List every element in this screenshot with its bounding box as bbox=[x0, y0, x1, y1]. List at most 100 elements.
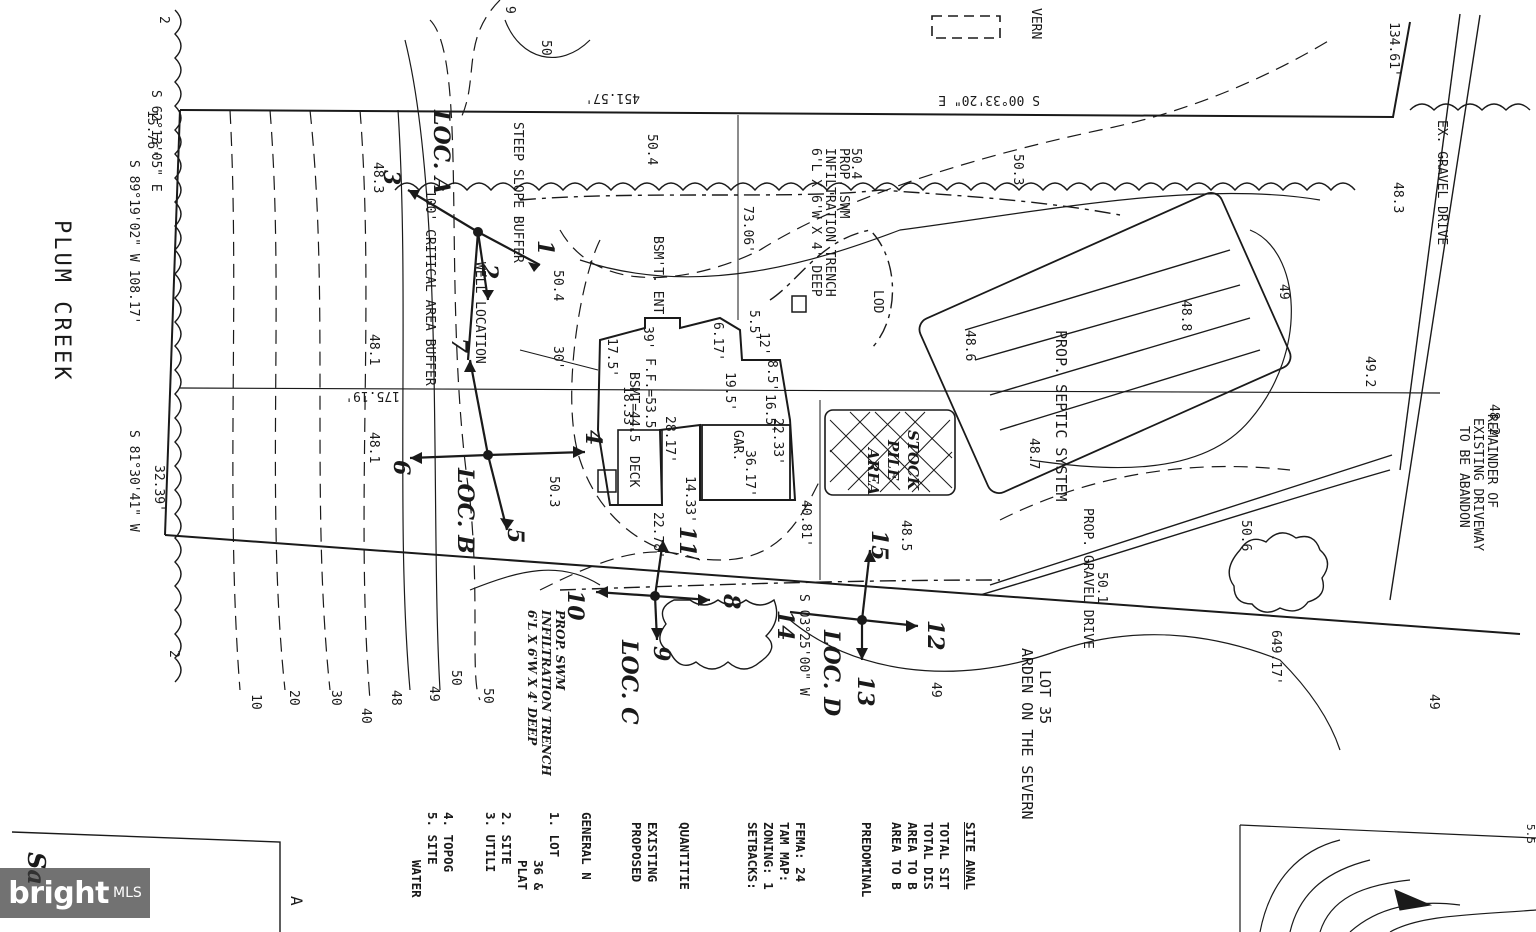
swm-south-label-1: PROP. SWM bbox=[553, 610, 567, 691]
notes-numbered: PLAT bbox=[515, 860, 530, 891]
contour-label: 50 bbox=[480, 688, 495, 704]
photo-point: 15 bbox=[866, 530, 892, 561]
spot-elevation: 48.1 bbox=[366, 334, 381, 366]
photo-point: 7 bbox=[446, 338, 472, 354]
contour-label: 2 bbox=[166, 650, 181, 658]
remainder-label-1: REMAINDER OF bbox=[1484, 414, 1499, 508]
contour-north-49 bbox=[579, 192, 1321, 278]
dimension-12: 12' bbox=[756, 332, 771, 356]
notes-line: AREA TO B bbox=[889, 822, 904, 890]
swm-south-label-2: INFILTRATION TRENCH bbox=[539, 610, 553, 776]
contour-10 bbox=[229, 109, 241, 691]
spot-elevation: 49.2 bbox=[1362, 356, 1377, 388]
notes-numbered: 36 & bbox=[531, 860, 546, 891]
deck-label: DECK bbox=[626, 456, 641, 488]
legend-box-dashed bbox=[931, 15, 1001, 39]
contour-50-south-2 bbox=[469, 569, 601, 591]
swm-south-label-3: 6'L X 6'W X 4' DEEP bbox=[525, 610, 539, 746]
water-body-label: PLUM CREEK bbox=[49, 220, 74, 383]
septic-system bbox=[918, 192, 1292, 494]
critical-area-buffer-label: 100' CRITICAL AREA BUFFER bbox=[422, 190, 437, 386]
location-c: LOC. C bbox=[616, 640, 642, 725]
notes-proposed: PROPOSED bbox=[629, 822, 644, 883]
contour-50-se bbox=[999, 465, 1291, 521]
stockpile-area bbox=[824, 409, 956, 496]
spot-elevation: 48.1 bbox=[366, 432, 381, 464]
spot-elevation: 48.8 bbox=[1178, 300, 1193, 332]
photo-point: 9 bbox=[648, 646, 674, 662]
spot-elevation: 50.4 bbox=[644, 134, 659, 166]
photo-point: 14 bbox=[772, 610, 798, 641]
notes-fema: FEMA: 24 bbox=[793, 822, 808, 883]
lod-label: LOD bbox=[870, 290, 885, 314]
inset-vicinity-map bbox=[1239, 824, 1536, 932]
photo-point: 4 bbox=[580, 430, 606, 446]
setback-30-label: 30' bbox=[550, 346, 565, 370]
dimension-14: 14.33' bbox=[682, 476, 697, 523]
basement-entrance-label: BSM'T. ENT bbox=[650, 236, 665, 315]
notes-line: TOTAL DIS bbox=[921, 822, 936, 890]
contour-50-south bbox=[539, 551, 701, 591]
photo-point: 11 bbox=[674, 526, 700, 557]
ex-gravel-drive-edge-1 bbox=[1389, 14, 1481, 601]
disturbance-boundary-west bbox=[571, 239, 821, 561]
interior-length: 175.19' bbox=[345, 388, 400, 403]
stockpile-label-1: STOCK bbox=[904, 430, 922, 491]
limit-of-disturbance bbox=[519, 189, 1121, 591]
notes-numbered: 3. UTILI bbox=[483, 812, 498, 873]
ex-gravel-drive-edge-2 bbox=[1399, 13, 1461, 471]
photo-point: 3 bbox=[378, 170, 404, 186]
contour-label: 2 bbox=[156, 16, 171, 24]
notes-line: AREA TO B bbox=[905, 822, 920, 890]
notes-numbered: 4. TOPOG bbox=[441, 812, 456, 873]
contour-label: 48 bbox=[388, 690, 403, 706]
dimension-22b: 22.78' bbox=[650, 512, 665, 559]
contour-label: 9 bbox=[502, 6, 517, 14]
photo-point: 5 bbox=[502, 528, 528, 544]
tree-cluster-south bbox=[659, 598, 778, 670]
photo-point: 6 bbox=[388, 460, 414, 476]
spot-elevation: 50.3 bbox=[546, 476, 561, 508]
contour-label: 20 bbox=[286, 690, 301, 706]
subdivision-name: ARDEN ON THE SEVERN bbox=[1018, 648, 1036, 820]
north-property-line bbox=[179, 21, 1411, 119]
contour-49-south bbox=[789, 619, 1341, 751]
prop-gravel-drive-label: PROP. GRAVEL DRIVE bbox=[1080, 508, 1095, 649]
west-bearing-a-length: 15.76' bbox=[144, 110, 159, 157]
tree-cluster-ne bbox=[1409, 103, 1531, 111]
swm-north-label-2: INFILTRATION TRENCH bbox=[822, 148, 837, 297]
corner-text-top-right: 5.5 bbox=[1524, 824, 1536, 844]
contour-north-50 bbox=[559, 39, 1331, 279]
corner-text-a: A bbox=[287, 896, 306, 906]
spot-elevation: 50.6 bbox=[1238, 520, 1253, 552]
dimension-19: 19.5' bbox=[722, 372, 737, 412]
contour-20 bbox=[269, 109, 286, 691]
spot-elevation: 50.1 bbox=[1094, 572, 1109, 604]
dimension-28: 28.17' bbox=[662, 416, 677, 463]
east-length: 134.61' bbox=[1386, 22, 1401, 77]
south-bearing: S 03°25'00" W bbox=[796, 594, 811, 696]
deck-footprint bbox=[617, 429, 663, 506]
stockpile-label-2: PILE bbox=[884, 440, 902, 481]
notes-numbered: 1. LOT bbox=[547, 812, 562, 858]
photo-point: 8 bbox=[718, 594, 744, 610]
spot-elevation: 50.4 bbox=[550, 270, 565, 302]
remainder-label-3: TO BE ABANDON bbox=[1456, 426, 1471, 528]
photo-point: 1 bbox=[532, 240, 558, 256]
mls-watermark: bright MLS bbox=[0, 868, 150, 918]
dimension-36: 36.17' bbox=[742, 450, 757, 497]
south-length: 649.17' bbox=[1268, 630, 1283, 685]
notes-zoning: ZONING: 1 bbox=[761, 822, 776, 890]
notes-tam: TAM MAP: bbox=[777, 822, 792, 883]
steep-slope-buffer-label: STEEP SLOPE BUFFER bbox=[510, 122, 525, 263]
dimension-40: 40.81' bbox=[798, 500, 813, 547]
title-block-frame bbox=[11, 831, 281, 932]
contour-40 bbox=[359, 109, 371, 701]
south-property-line bbox=[164, 534, 1521, 635]
septic-system-label: PROP. SEPTIC SYSTEM bbox=[1052, 330, 1070, 502]
notes-numbered: 2. SITE bbox=[499, 812, 514, 865]
dimension-73: 73.06' bbox=[740, 206, 755, 253]
tree-line-north bbox=[394, 182, 1356, 192]
spot-elevation: 48.5 bbox=[898, 520, 913, 552]
notes-numbered: 5. SITE bbox=[425, 812, 440, 865]
